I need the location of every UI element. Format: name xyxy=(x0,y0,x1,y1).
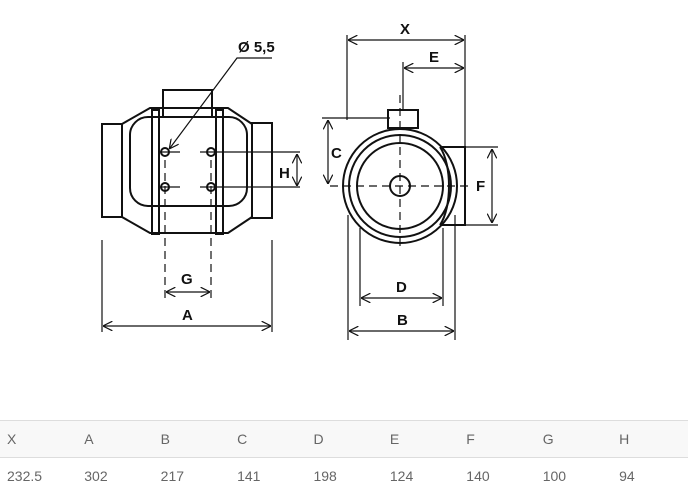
dim-b-label: B xyxy=(397,312,408,329)
table-cell: 100 xyxy=(542,467,567,484)
table-cell: 232.5 xyxy=(7,467,43,484)
dim-a-label: A xyxy=(182,307,193,324)
table-cell: 124 xyxy=(389,467,414,484)
dim-f-label: F xyxy=(476,178,485,195)
dim-e-label: E xyxy=(429,49,439,66)
table-cell: 217 xyxy=(160,467,185,484)
table-cell: 140 xyxy=(466,467,490,484)
dim-c-label: C xyxy=(331,145,342,162)
dim-g-label: G xyxy=(181,271,193,288)
dim-x-label: X xyxy=(400,21,410,38)
col-header: F xyxy=(466,431,475,447)
col-header: E xyxy=(389,431,400,447)
col-header: A xyxy=(84,431,94,447)
table-header-row: X A B C D E F G H xyxy=(0,420,688,458)
dimensions-table: X A B C D E F G H 232.5 302 217 141 198 … xyxy=(0,420,688,494)
table-cell: 198 xyxy=(313,467,337,484)
fan-dimension-drawing: H G A Ø 5,5 X E C F D B xyxy=(101,21,498,340)
hole-diameter-label: Ø 5,5 xyxy=(238,39,275,56)
col-header: B xyxy=(160,431,170,447)
table-cell: 94 xyxy=(619,467,635,484)
col-header: X xyxy=(7,431,17,447)
col-header: D xyxy=(313,431,324,447)
col-header: C xyxy=(237,431,248,447)
table-cell: 302 xyxy=(84,467,108,484)
col-header: H xyxy=(619,431,630,447)
dim-h-label: H xyxy=(279,165,290,182)
mounting-holes xyxy=(160,147,216,192)
front-view: X E C F D B xyxy=(322,21,498,340)
table-row: 232.5 302 217 141 198 124 140 100 94 xyxy=(0,458,688,494)
table-cell: 141 xyxy=(237,467,261,484)
side-view: H G A Ø 5,5 xyxy=(101,39,300,332)
dim-d-label: D xyxy=(396,279,407,296)
col-header: G xyxy=(542,431,554,447)
